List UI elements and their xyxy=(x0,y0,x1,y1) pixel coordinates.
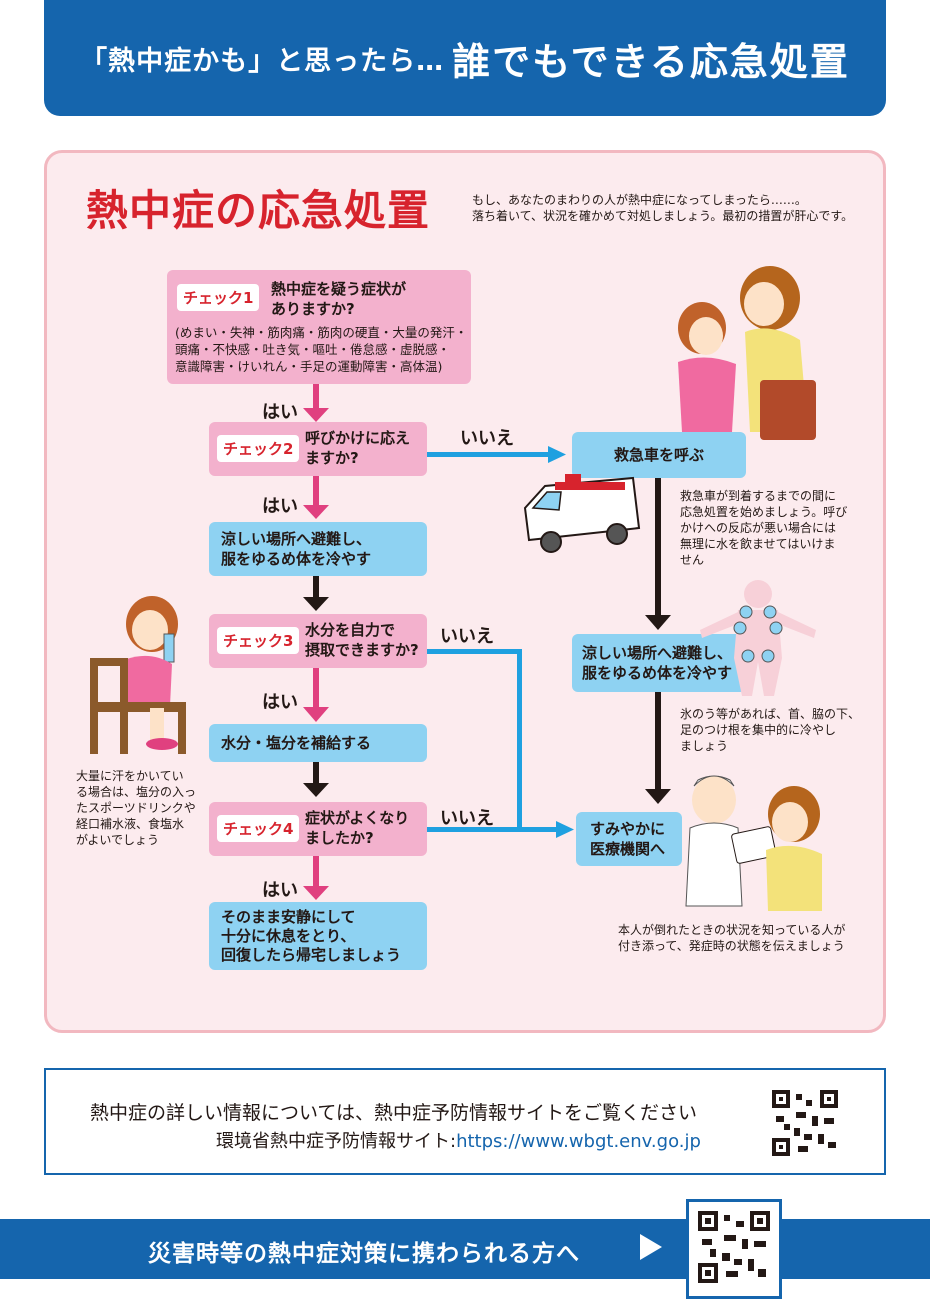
down-arrow-d xyxy=(645,692,671,804)
cool-down-box-left: 涼しい場所へ避難し、 服をゆるめ体を冷やす xyxy=(209,522,427,576)
check2-question-line2: ますか? xyxy=(305,449,359,467)
drink-note-line: 経口補水液、食塩水 xyxy=(76,817,185,831)
info-box xyxy=(44,1068,886,1175)
cool-right-line2: 服をゆるめ体を冷やす xyxy=(582,664,733,682)
ambulance-note: 救急車が到着するまでの間に 応急処置を始めましょう。呼び かけへの反応が悪い場合… xyxy=(680,488,847,568)
yes-label-2: はい xyxy=(262,496,298,517)
yes-arrow-2 xyxy=(303,476,329,519)
intro-line-2: 落ち着いて、状況を確かめて対処しましょう。最初の措置が肝心です。 xyxy=(472,209,854,223)
check1-question-line2: ありますか? xyxy=(271,300,355,318)
yes-arrow-4 xyxy=(303,856,329,900)
ambulance-note-line: 無理に水を飲ませてはいけま xyxy=(680,537,836,551)
down-arrow-c xyxy=(645,478,671,630)
header-pre-text: 「熱中症かも」と思ったら… xyxy=(80,45,445,77)
hydrate-box: 水分・塩分を補給する xyxy=(209,724,427,762)
drink-note-line: 大量に汗をかいてい xyxy=(76,769,184,783)
info-site-label: 環境省熱中症予防情報サイト: xyxy=(216,1131,457,1152)
panel-intro: もし、あなたのまわりの人が熱中症になってしまったら……。 落ち着いて、状況を確か… xyxy=(472,192,872,224)
no-label-4: いいえ xyxy=(440,808,494,829)
ice-note-line: 氷のう等があれば、首、脇の下、 xyxy=(680,707,861,721)
hospital-note: 本人が倒れたときの状況を知っている人が 付き添って、発症時の状態を伝えましょう xyxy=(618,922,845,954)
intro-line-1: もし、あなたのまわりの人が熱中症になってしまったら……。 xyxy=(472,193,807,207)
check1-tag: チェック1 xyxy=(177,284,260,311)
play-arrow-icon xyxy=(640,1234,662,1260)
check1-box: チェック1 熱中症を疑う症状が ありますか? (めまい・失神・筋肉痛・筋肉の硬直… xyxy=(167,270,471,384)
check3-box: チェック3 水分を自力で 摂取できますか? xyxy=(209,614,427,668)
rest-line3: 回復したら帰宅しましょう xyxy=(221,946,402,964)
hospital-note-line: 付き添って、発症時の状態を伝えましょう xyxy=(618,939,845,953)
ice-note: 氷のう等があれば、首、脇の下、 足のつけ根を集中的に冷やし ましょう xyxy=(680,706,860,754)
no-label-3: いいえ xyxy=(440,626,494,647)
yes-label-4: はい xyxy=(262,880,298,901)
check3-tag: チェック3 xyxy=(217,627,300,654)
hospital-line1: すみやかに xyxy=(590,820,666,838)
qr-code-icon[interactable] xyxy=(772,1090,838,1156)
hospital-line2: 医療機関へ xyxy=(590,840,666,858)
check2-box: チェック2 呼びかけに応え ますか? xyxy=(209,422,427,476)
check3-question-line1: 水分を自力で xyxy=(305,621,396,639)
ambulance-box: 救急車を呼ぶ xyxy=(572,432,746,478)
ambulance-note-line: かけへの反応が悪い場合には xyxy=(680,521,837,535)
check2-tag: チェック2 xyxy=(217,435,300,462)
cool-down-box-right: 涼しい場所へ避難し、 服をゆるめ体を冷やす xyxy=(572,634,746,692)
cool-left-line1: 涼しい場所へ避難し、 xyxy=(221,530,372,548)
ambulance-text: 救急車を呼ぶ xyxy=(614,446,705,464)
cool-right-line1: 涼しい場所へ避難し、 xyxy=(582,644,733,662)
girl-drinking-illustration xyxy=(90,596,186,754)
rest-line2: 十分に休息をとり、 xyxy=(221,927,356,945)
hospital-note-line: 本人が倒れたときの状況を知っている人が xyxy=(618,923,846,937)
no-arrow-3 xyxy=(426,649,522,831)
check1-symptoms-line1: (めまい・失神・筋肉痛・筋肉の硬直・大量の発汗・ xyxy=(175,325,468,340)
rest-box: そのまま安静にして 十分に休息をとり、 回復したら帰宅しましょう xyxy=(209,902,427,970)
drink-note-line: る場合は、塩分の入っ xyxy=(76,785,197,799)
ambulance-note-line: せん xyxy=(680,553,705,567)
no-arrow-4 xyxy=(426,821,574,838)
header-main-text: 誰でもできる応急処置 xyxy=(452,39,850,84)
nurse-illustration xyxy=(685,775,822,911)
ambulance-note-line: 応急処置を始めましょう。呼び xyxy=(680,505,848,519)
no-arrow-2 xyxy=(426,446,566,463)
panel-title: 熱中症の応急処置 xyxy=(86,186,431,235)
down-arrow-a xyxy=(303,576,329,611)
hydrate-text: 水分・塩分を補給する xyxy=(221,734,372,752)
hospital-box: すみやかに 医療機関へ xyxy=(576,812,682,866)
check4-question-line1: 症状がよくなり xyxy=(305,809,410,827)
ambulance-note-line: 救急車が到着するまでの間に xyxy=(680,489,837,503)
yes-label-3: はい xyxy=(262,692,298,713)
drink-note-line: がよいでしょう xyxy=(76,833,160,847)
check4-question-line2: ましたか? xyxy=(305,829,374,847)
info-line1: 熱中症の詳しい情報については、熱中症予防情報サイトをご覧ください xyxy=(90,1102,698,1124)
check4-tag: チェック4 xyxy=(217,815,300,842)
check3-question-line2: 摂取できますか? xyxy=(305,641,419,659)
check1-symptoms-line3: 意識障害・けいれん・手足の運動障害・高体温) xyxy=(175,359,443,374)
header-banner: 「熱中症かも」と思ったら… 誰でもできる応急処置 xyxy=(44,0,886,116)
ice-note-line: 足のつけ根を集中的に冷やし xyxy=(680,723,837,737)
check1-symptoms-line2: 頭痛・不快感・吐き気・嘔吐・倦怠感・虚脱感・ xyxy=(175,342,451,357)
cool-left-line2: 服をゆるめ体を冷やす xyxy=(221,550,372,568)
body-cooling-illustration xyxy=(700,580,816,696)
yes-arrow-3 xyxy=(303,668,329,722)
check2-question-line1: 呼びかけに応え xyxy=(305,429,411,447)
info-line2: 環境省熱中症予防情報サイト:https://www.wbgt.env.go.jp xyxy=(216,1127,701,1153)
rest-line1: そのまま安静にして xyxy=(221,908,356,926)
qr-code-icon[interactable] xyxy=(698,1211,770,1283)
down-arrow-b xyxy=(303,762,329,797)
yes-arrow-1 xyxy=(303,384,329,422)
ice-note-line: ましょう xyxy=(680,739,729,753)
bottom-banner-text[interactable]: 災害時等の熱中症対策に携わられる方へ xyxy=(148,1241,580,1267)
yes-label-1: はい xyxy=(262,402,298,423)
no-label-2: いいえ xyxy=(460,428,514,449)
info-url-link[interactable]: https://www.wbgt.env.go.jp xyxy=(456,1131,701,1152)
girl-dizzy-illustration xyxy=(678,266,816,440)
ambulance-illustration xyxy=(523,474,641,553)
check4-box: チェック4 症状がよくなり ましたか? xyxy=(209,802,427,856)
drink-note: 大量に汗をかいてい る場合は、塩分の入っ たスポーツドリンクや 経口補水液、食塩… xyxy=(76,768,196,848)
drink-note-line: たスポーツドリンクや xyxy=(76,801,196,815)
check1-question-line1: 熱中症を疑う症状が xyxy=(271,280,407,298)
